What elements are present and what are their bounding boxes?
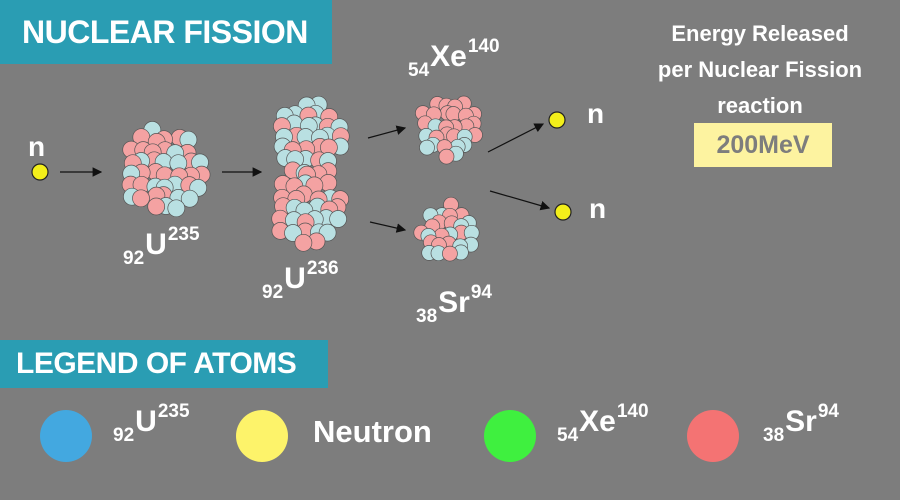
page-title: NUCLEAR FISSION xyxy=(22,13,308,50)
u236-nucleus-lower xyxy=(271,165,350,252)
legend-sr94-symbol: Sr xyxy=(785,405,817,438)
nucleon xyxy=(180,189,199,208)
sr94-atomic-number: 38 xyxy=(416,306,438,327)
legend-swatch-neutron xyxy=(236,410,288,462)
legend-label-xe140: 54Xe140 xyxy=(557,401,649,446)
nucleon xyxy=(167,199,186,218)
outgoing-neutron-label-1: n xyxy=(587,98,605,129)
energy-line-1: Energy Released xyxy=(671,21,849,46)
xe140-symbol: Xe xyxy=(430,40,467,73)
u236-nucleus-upper xyxy=(273,95,350,184)
legend-xe140-symbol: Xe xyxy=(579,405,616,438)
legend-title: LEGEND OF ATOMS xyxy=(16,347,297,380)
xe140-atomic-number: 54 xyxy=(408,60,430,81)
arrow-u236-to-xe xyxy=(367,125,407,139)
legend-banner: LEGEND OF ATOMS xyxy=(0,340,328,388)
outgoing-neutron-1 xyxy=(548,111,566,129)
u236-symbol: U xyxy=(284,262,306,295)
energy-value: 200MeV xyxy=(716,130,810,159)
legend-label-neutron: Neutron xyxy=(313,414,432,449)
u236-atomic-number: 92 xyxy=(262,282,284,303)
nucleon xyxy=(294,233,313,252)
fission-diagram xyxy=(31,95,572,262)
energy-line-3: reaction xyxy=(717,93,803,118)
u236-label: 92U236 xyxy=(262,258,339,303)
u236-mass-number: 236 xyxy=(306,258,339,279)
incoming-neutron xyxy=(31,163,49,181)
legend-sr94-atomic-number: 38 xyxy=(763,425,785,446)
nucleon xyxy=(438,148,455,165)
legend-xe140-mass-number: 140 xyxy=(616,401,649,422)
legend-label-u235: 92U235 xyxy=(113,401,190,446)
xe140-nucleus xyxy=(415,95,483,165)
title-banner: NUCLEAR FISSION xyxy=(0,0,332,64)
u235-symbol: U xyxy=(145,228,167,261)
xe140-label: 54Xe140 xyxy=(408,36,500,81)
nucleon xyxy=(147,197,166,216)
legend-label-sr94: 38Sr94 xyxy=(763,401,839,446)
legend-u235-mass-number: 235 xyxy=(157,401,190,422)
legend-swatch-u235 xyxy=(40,410,92,462)
sr94-nucleus xyxy=(413,196,480,262)
incoming-neutron-label: n xyxy=(28,131,46,162)
u235-atomic-number: 92 xyxy=(123,248,145,269)
legend-swatch-xe140 xyxy=(484,410,536,462)
nucleon xyxy=(329,210,347,228)
legend-u235-atomic-number: 92 xyxy=(113,425,135,446)
legend-u235-symbol: U xyxy=(135,405,157,438)
energy-description: Energy Released per Nuclear Fission reac… xyxy=(630,16,890,124)
legend-swatch-sr94 xyxy=(687,410,739,462)
legend-sr94-mass-number: 94 xyxy=(817,401,839,422)
sr94-symbol: Sr xyxy=(438,286,470,319)
outgoing-neutron-2 xyxy=(554,203,572,221)
energy-value-box: 200MeV xyxy=(694,123,832,167)
sr94-mass-number: 94 xyxy=(470,282,492,303)
u235-nucleus xyxy=(121,121,211,218)
arrow-u236-to-sr xyxy=(369,221,407,233)
u235-label: 92U235 xyxy=(123,224,200,269)
nucleon xyxy=(442,245,458,262)
legend-xe140-atomic-number: 54 xyxy=(557,425,579,446)
arrow-to-out-neutron-2 xyxy=(489,190,551,211)
u235-mass-number: 235 xyxy=(167,224,200,245)
nucleon xyxy=(132,189,150,208)
xe140-mass-number: 140 xyxy=(467,36,500,57)
outgoing-neutron-label-2: n xyxy=(589,193,607,224)
arrow-to-out-neutron-1 xyxy=(487,123,545,153)
energy-line-2: per Nuclear Fission xyxy=(657,57,863,82)
sr94-label: 38Sr94 xyxy=(416,282,492,327)
nucleon xyxy=(419,139,435,156)
